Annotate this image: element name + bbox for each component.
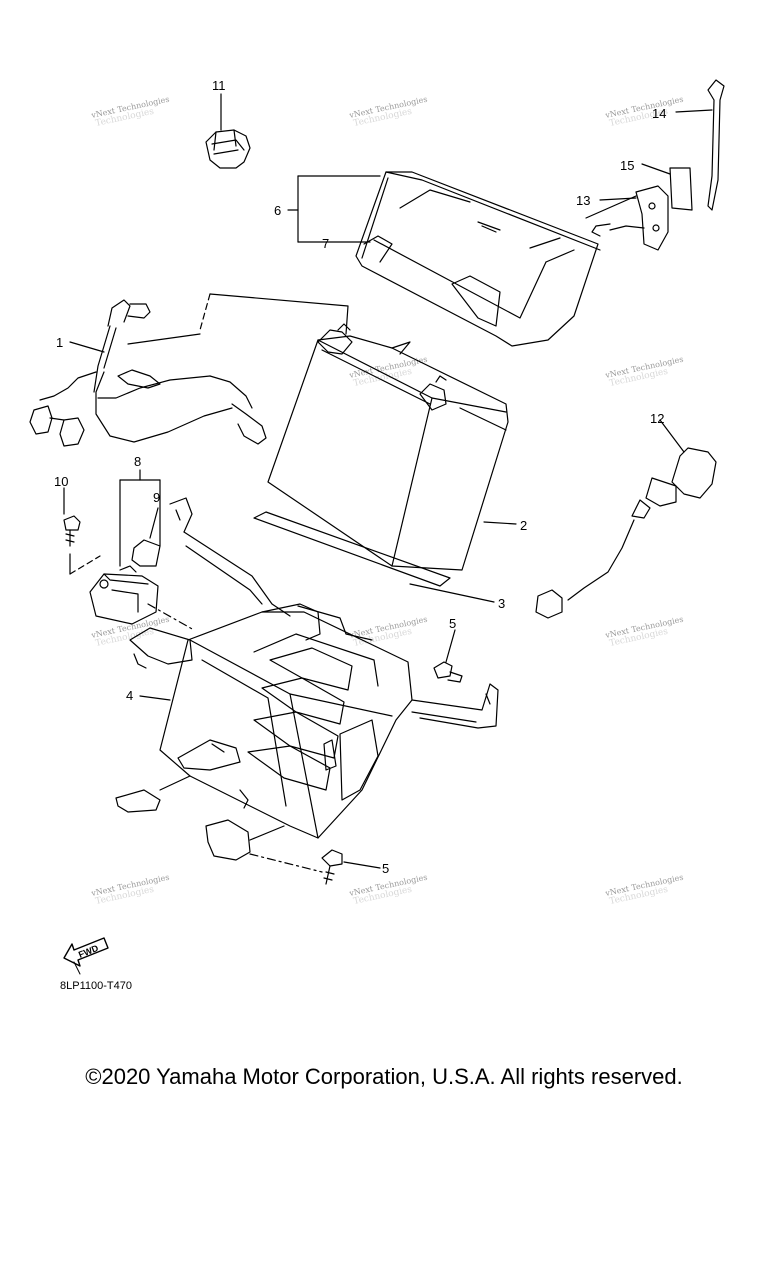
callout-3: 3	[498, 596, 505, 611]
callout-5-upper: 5	[449, 616, 456, 631]
callout-labels: 1 2 3 4 5 5 6 7 8 9 10 11 12 13 14 15	[54, 78, 666, 876]
fwd-label: FWD	[77, 943, 100, 960]
part-5-bolt-upper	[433, 629, 463, 683]
part-1-wire-harness	[29, 293, 349, 447]
part-11-clip	[205, 93, 251, 169]
part-10-screw	[63, 487, 101, 575]
part-6-battery-cover	[287, 171, 601, 347]
part-13-connector	[585, 185, 669, 251]
fwd-arrow-icon: FWD	[63, 937, 109, 975]
callout-7: 7	[322, 236, 329, 251]
copyright-notice: ©2020 Yamaha Motor Corporation, U.S.A. A…	[85, 1064, 683, 1089]
part-15-pad	[641, 163, 693, 211]
diagram-code: 8LP1100-T470	[60, 980, 132, 992]
part-12-socket	[535, 419, 717, 619]
callout-11: 11	[212, 78, 226, 93]
part-9-fuse	[131, 507, 161, 567]
callout-8: 8	[134, 454, 141, 469]
part-2-battery	[267, 323, 517, 571]
callout-10: 10	[54, 474, 68, 489]
callout-12: 12	[650, 411, 664, 426]
callout-5-lower: 5	[382, 861, 389, 876]
callout-1: 1	[56, 335, 63, 350]
part-14-cable-tie	[675, 79, 725, 211]
callout-15: 15	[620, 158, 634, 173]
part-3-pad	[253, 511, 495, 603]
part-5-bolt-lower	[321, 849, 381, 885]
part-8-relay	[89, 469, 195, 631]
callout-14: 14	[652, 106, 666, 121]
callout-13: 13	[576, 193, 590, 208]
callout-6: 6	[274, 203, 281, 218]
callout-2: 2	[520, 518, 527, 533]
callout-4: 4	[126, 688, 133, 703]
callout-9: 9	[153, 490, 160, 505]
part-4-battery-box	[115, 497, 499, 873]
